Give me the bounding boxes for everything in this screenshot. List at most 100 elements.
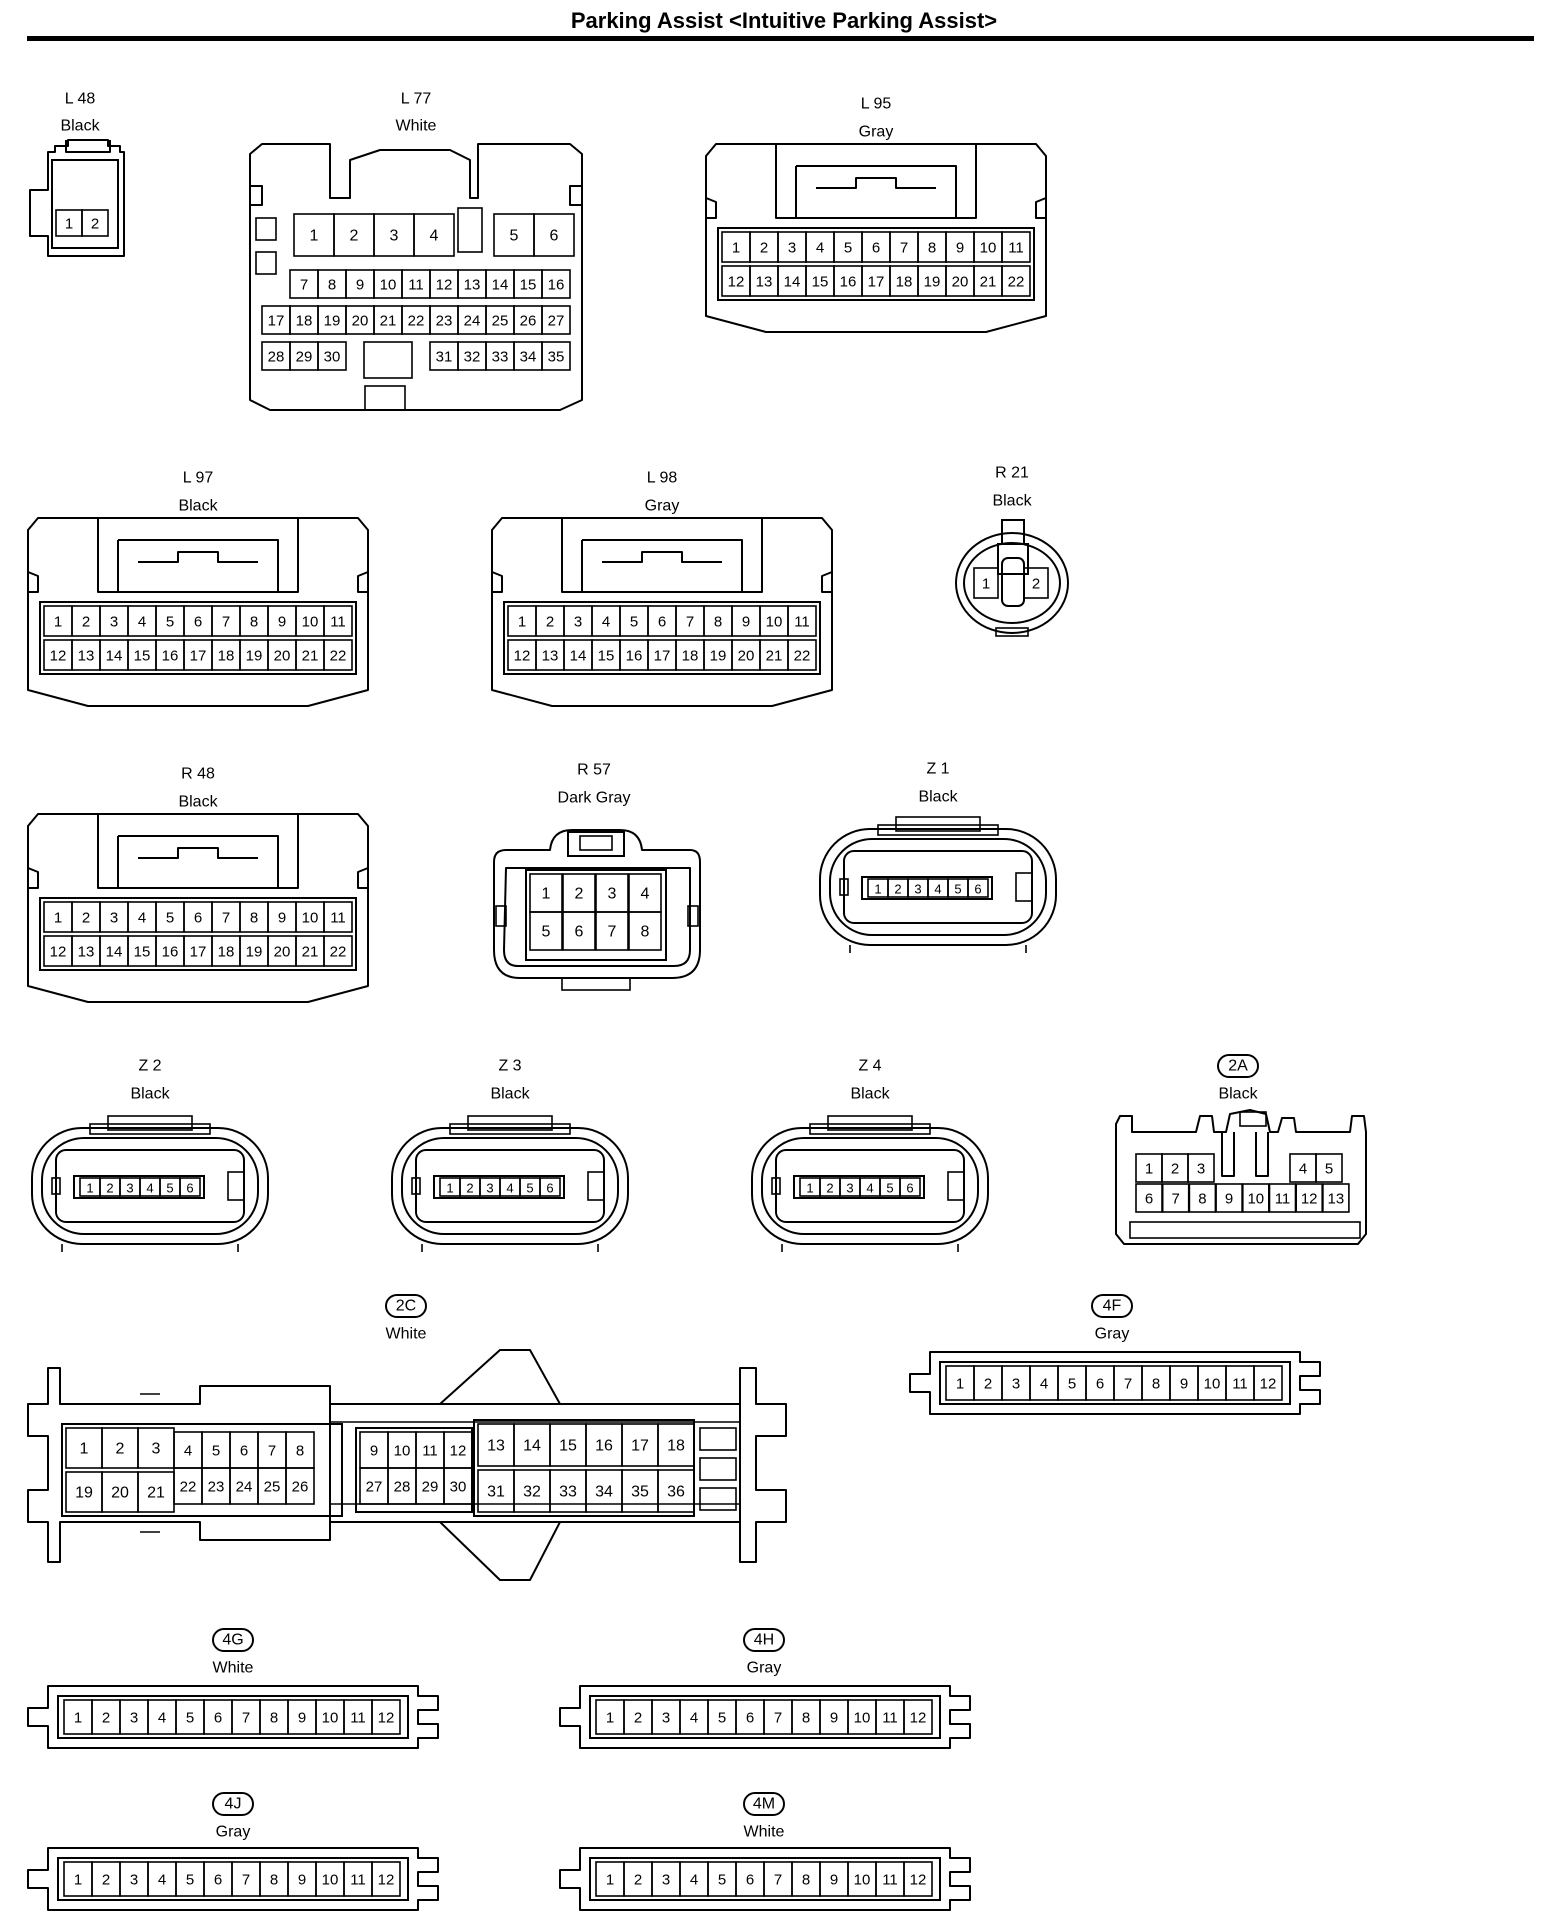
pin-21: 21 [980, 274, 997, 291]
pin-4: 4 [138, 614, 146, 631]
pin-10: 10 [854, 1710, 871, 1727]
pin-13: 13 [78, 944, 95, 961]
pin-14: 14 [570, 648, 587, 665]
pin-3: 3 [486, 1181, 493, 1196]
pin-14: 14 [523, 1438, 541, 1455]
pin-5: 5 [954, 882, 961, 897]
pin-17: 17 [268, 313, 285, 330]
pin-28: 28 [268, 349, 285, 366]
pin-11: 11 [1275, 1191, 1291, 1208]
pin-6: 6 [1145, 1191, 1153, 1208]
pin-12: 12 [514, 648, 531, 665]
pin-3: 3 [788, 240, 796, 257]
pin-15: 15 [812, 274, 829, 291]
pin-34: 34 [595, 1484, 613, 1501]
pin-2: 2 [82, 910, 90, 927]
pin-9: 9 [830, 1710, 838, 1727]
pin-10: 10 [380, 277, 397, 294]
pin-32: 32 [464, 349, 481, 366]
pin-2: 2 [116, 1441, 125, 1458]
pin-18: 18 [682, 648, 699, 665]
connector-code: L 98 [647, 470, 678, 487]
pin-2: 2 [350, 228, 359, 245]
pin-15: 15 [598, 648, 615, 665]
pin-35: 35 [548, 349, 565, 366]
connector-code: L 77 [401, 91, 432, 108]
pin-23: 23 [208, 1479, 225, 1496]
connector-color: White [396, 118, 437, 135]
pin-4: 4 [430, 228, 439, 245]
pin-18: 18 [218, 944, 235, 961]
pin-5: 5 [542, 924, 551, 941]
pin-10: 10 [1204, 1376, 1221, 1393]
pin-33: 33 [559, 1484, 577, 1501]
pin-4: 4 [690, 1710, 698, 1727]
pin-4: 4 [602, 614, 610, 631]
connector-color: Black [130, 1086, 170, 1103]
pin-2: 2 [894, 882, 901, 897]
pin-9: 9 [1225, 1191, 1233, 1208]
pin-19: 19 [246, 944, 263, 961]
pin-4: 4 [158, 1710, 166, 1727]
pin-5: 5 [844, 240, 852, 257]
pin-12: 12 [450, 1443, 467, 1460]
connector-code: 4M [753, 1796, 775, 1813]
pin-32: 32 [523, 1484, 541, 1501]
pin-3: 3 [1197, 1161, 1205, 1178]
connector-code: R 48 [181, 766, 215, 783]
connector-color: White [386, 1326, 427, 1343]
pin-14: 14 [492, 277, 509, 294]
pin-3: 3 [662, 1872, 670, 1889]
pin-2: 2 [634, 1710, 642, 1727]
pin-8: 8 [1152, 1376, 1160, 1393]
connector-code: Z 4 [858, 1058, 881, 1075]
pin-2: 2 [634, 1872, 642, 1889]
pin-7: 7 [242, 1710, 250, 1727]
connector-color: White [213, 1660, 254, 1677]
pin-5: 5 [718, 1872, 726, 1889]
pin-7: 7 [774, 1872, 782, 1889]
pin-2: 2 [826, 1181, 833, 1196]
pin-7: 7 [774, 1710, 782, 1727]
pin-26: 26 [292, 1479, 309, 1496]
connector-color: Black [1218, 1086, 1258, 1103]
pin-17: 17 [868, 274, 885, 291]
pin-22: 22 [330, 648, 347, 665]
pin-16: 16 [840, 274, 857, 291]
pin-4: 4 [146, 1181, 153, 1196]
connector-color: Black [178, 498, 218, 515]
pin-10: 10 [302, 614, 319, 631]
pin-11: 11 [422, 1443, 438, 1460]
pin-2: 2 [82, 614, 90, 631]
pin-7: 7 [268, 1443, 276, 1460]
pin-25: 25 [264, 1479, 281, 1496]
pin-9: 9 [742, 614, 750, 631]
pin-5: 5 [166, 910, 174, 927]
pin-24: 24 [236, 1479, 253, 1496]
pin-17: 17 [190, 648, 207, 665]
pin-8: 8 [328, 277, 336, 294]
title-rule [27, 36, 1534, 41]
pin-15: 15 [520, 277, 537, 294]
pin-27: 27 [548, 313, 565, 330]
pin-4: 4 [934, 882, 941, 897]
pin-4: 4 [1040, 1376, 1048, 1393]
pin-1: 1 [606, 1710, 614, 1727]
connector-code: Z 1 [926, 761, 949, 778]
pin-13: 13 [756, 274, 773, 291]
pin-1: 1 [310, 228, 319, 245]
pin-27: 27 [366, 1479, 383, 1496]
pin-14: 14 [784, 274, 801, 291]
pin-6: 6 [746, 1872, 754, 1889]
pin-9: 9 [278, 614, 286, 631]
pin-7: 7 [1172, 1191, 1180, 1208]
pin-4: 4 [506, 1181, 513, 1196]
pin-3: 3 [914, 882, 921, 897]
pin-4: 4 [690, 1872, 698, 1889]
pin-6: 6 [575, 924, 584, 941]
pin-7: 7 [222, 910, 230, 927]
